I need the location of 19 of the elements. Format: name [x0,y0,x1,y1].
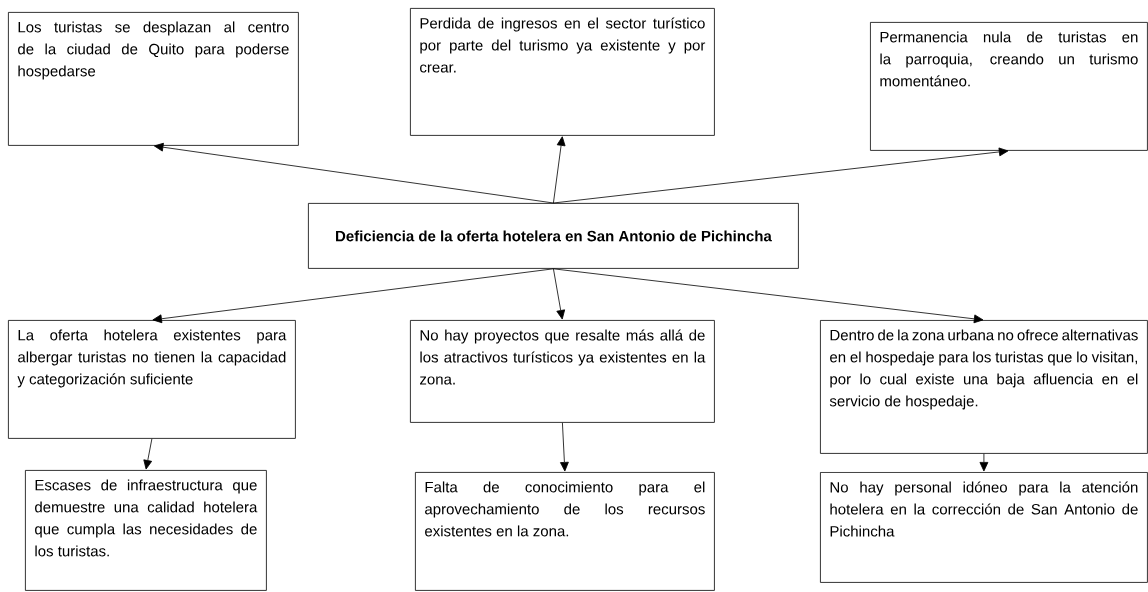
text-box: No hay proyectos que resalte más allá de los atractivos turísticos ya existentes en la zona. [410,320,715,423]
text-box: Escases de infraestructura que demuestre una calidad hotelera que cumpla las necesidades de los turistas. [25,470,267,591]
arrow [153,142,554,204]
text-box: No hay personal idóneo para la atención hotelera en la corrección de San Antonio de Pichincha [820,472,1148,583]
text-box: Los turistas se desplazan al centro de la ciudad de Quito para poderse hospedarse [8,12,299,146]
text-box: La oferta hotelera existentes para albergar turistas no tienen la capacidad y categorización suficiente [8,320,296,439]
arrow [152,268,554,324]
arrow [979,453,989,472]
arrow [553,268,984,324]
arrow [560,422,569,472]
arrow [553,147,1009,204]
title-box: Deficiencia de la oferta hotelera en San Antonio de Pichincha [308,203,799,269]
arrow [143,438,153,470]
text-box: Falta de conocimiento para el aprovechamiento de los recursos existentes en la zona. [415,472,715,591]
arrow [553,268,566,320]
text-box: Perdida de ingresos en el sector turístico por parte del turismo ya existente y por crear. [410,8,715,136]
text-box: Dentro de la zona urbana no ofrece alternativas en el hospedaje para los turistas que lo visitan, por lo cual existe una baja afluencia en el servicio de hospedaje. [820,320,1148,454]
text-box: Permanencia nula de turistas en la parroquia, creando un turismo momentáneo. [870,22,1148,151]
arrow [553,136,566,204]
